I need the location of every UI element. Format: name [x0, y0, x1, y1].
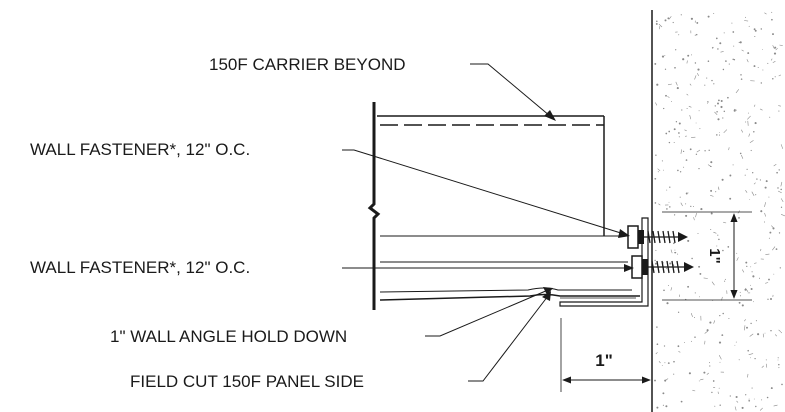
vertical-dimension: 1"	[662, 211, 752, 301]
horizontal-dimension-label: 1"	[595, 351, 613, 370]
fastener-top	[627, 225, 688, 249]
wall-speckle-texture	[654, 11, 785, 411]
carrier-panel	[377, 115, 640, 301]
wall-fastener-bottom-label: WALL FASTENER*, 12" O.C.	[30, 258, 250, 277]
break-line	[367, 102, 381, 310]
concrete-wall	[651, 10, 785, 412]
field-cut-panel-side-label: FIELD CUT 150F PANEL SIDE	[130, 372, 364, 391]
vertical-dimension-label: 1"	[706, 248, 723, 263]
horizontal-dimension: 1"	[560, 318, 651, 392]
wall-fastener-top-label: WALL FASTENER*, 12" O.C.	[30, 140, 250, 159]
leader-lines	[342, 63, 634, 382]
carrier-beyond-label: 150F CARRIER BEYOND	[209, 55, 406, 74]
wall-angle-hold-down-label: 1" WALL ANGLE HOLD DOWN	[110, 327, 347, 346]
fastener-bottom	[631, 255, 694, 279]
wall-angle	[559, 217, 649, 307]
